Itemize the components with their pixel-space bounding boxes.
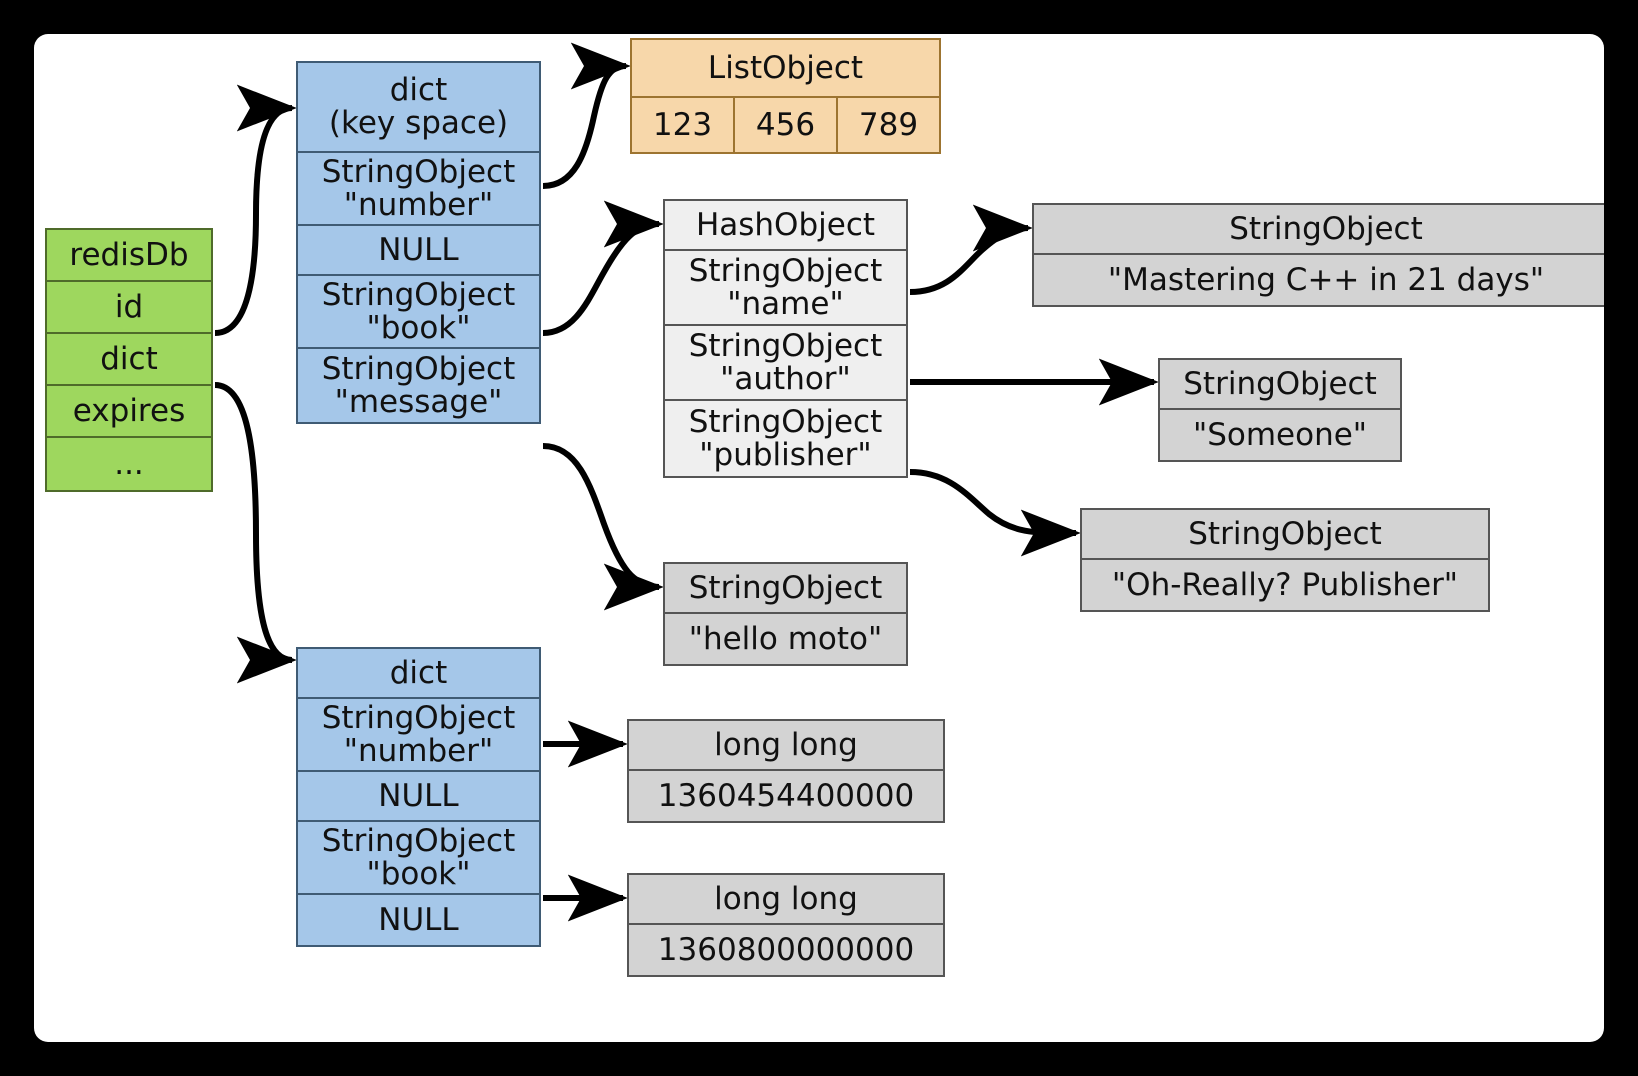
edge-hash-publisher-to-stringobject-publisher (909, 469, 1081, 557)
stringobject-author-value: "Someone" (1192, 416, 1368, 453)
longlong-book-node[interactable]: long long 1360800000000 (627, 873, 945, 977)
edge-keyspace-number-to-listobject (542, 42, 631, 189)
hashobject-node[interactable]: HashObject StringObject "name" StringObj… (663, 199, 908, 478)
longlong-book-value: 1360800000000 (657, 931, 915, 968)
expires-row-header: dict (298, 649, 539, 699)
stringobject-name-node[interactable]: StringObject "Mastering C++ in 21 days" (1032, 203, 1604, 307)
expires-row-number: StringObject "number" (298, 699, 539, 772)
listobject-node[interactable]: ListObject 123 456 789 (630, 38, 941, 154)
redisdb-row-more: ... (114, 445, 144, 482)
listobject-cell-2: 789 (858, 107, 919, 143)
longlong-book-header: long long (629, 875, 943, 925)
stringobject-author-header: StringObject (1160, 360, 1400, 410)
edge-redisdb-dict-to-keyspace (214, 84, 297, 336)
keyspace-row-number: StringObject "number" (298, 153, 539, 226)
listobject-cell-1: 456 (735, 98, 838, 152)
stringobject-message-header: StringObject (665, 564, 906, 614)
expires-dict-node[interactable]: dict StringObject "number" NULL StringOb… (296, 647, 541, 947)
diagram-canvas: redisDb id dict expires ... dict (key sp… (34, 34, 1604, 1042)
redisdb-row-id: id (47, 282, 211, 334)
keyspace-row-book: StringObject "book" (298, 276, 539, 349)
keyspace-dict-node[interactable]: dict (key space) StringObject "number" N… (296, 61, 541, 424)
hashobject-row-publisher: StringObject "publisher" (688, 403, 883, 473)
stringobject-publisher-value: "Oh-Really? Publisher" (1111, 566, 1459, 603)
stringobject-name-value: "Mastering C++ in 21 days" (1107, 261, 1545, 298)
longlong-number-header: long long (629, 721, 943, 771)
keyspace-row-null: NULL (298, 226, 539, 276)
hashobject-header: HashObject (665, 201, 906, 251)
edge-hash-name-to-stringobject-name (909, 204, 1033, 295)
listobject-header: ListObject (632, 40, 939, 98)
expires-row-null-1: NULL (298, 772, 539, 822)
redisdb-row-title: redisDb (47, 230, 211, 282)
listobject-cell-0: 123 (632, 98, 735, 152)
expires-row-book: StringObject "book" (298, 822, 539, 895)
stringobject-publisher-node[interactable]: StringObject "Oh-Really? Publisher" (1080, 508, 1490, 612)
stringobject-message-node[interactable]: StringObject "hello moto" (663, 562, 908, 666)
redisdb-row-expires: expires (47, 386, 211, 438)
edge-keyspace-message-to-stringobject-message (542, 443, 664, 611)
stringobject-author-node[interactable]: StringObject "Someone" (1158, 358, 1402, 462)
edge-keyspace-book-to-hashobject (542, 200, 664, 336)
redisdb-row-dict: dict (47, 334, 211, 386)
hashobject-row-author: StringObject "author" (665, 326, 906, 401)
longlong-number-value: 1360454400000 (657, 777, 915, 814)
listobject-cells: 123 456 789 (632, 98, 939, 152)
expires-row-null-2: NULL (378, 901, 459, 938)
keyspace-row-message: StringObject "message" (321, 350, 516, 420)
stringobject-message-value: "hello moto" (688, 620, 883, 657)
edge-redisdb-expires-to-expiresdict (214, 382, 297, 684)
keyspace-row-header: dict (key space) (298, 63, 539, 153)
hashobject-row-name: StringObject "name" (665, 251, 906, 326)
redisdb-node[interactable]: redisDb id dict expires ... (45, 228, 213, 492)
longlong-number-node[interactable]: long long 1360454400000 (627, 719, 945, 823)
stringobject-publisher-header: StringObject (1082, 510, 1488, 560)
stringobject-name-header: StringObject (1034, 205, 1604, 255)
